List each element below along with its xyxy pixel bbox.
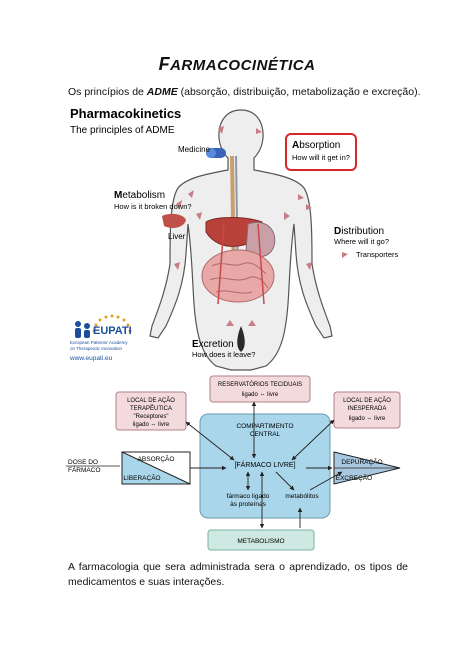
reservoirs-box bbox=[209, 375, 311, 403]
transporter-icon bbox=[342, 252, 348, 258]
depuracao-label: DEPURAÇÃO bbox=[341, 457, 382, 466]
pk-subheading: The principles of ADME bbox=[70, 125, 175, 136]
transporter-arrows bbox=[174, 126, 312, 326]
flow-arrows bbox=[185, 401, 343, 529]
svg-text:EUPATI: EUPATI bbox=[93, 325, 132, 337]
distribution-title: Distribution bbox=[334, 226, 384, 237]
transporters-label: Transporters bbox=[356, 250, 398, 259]
reservoirs-label-1: RESERVATÓRIOS TECIDUAIS bbox=[218, 381, 302, 388]
unexpected-label-2: INESPERADA bbox=[348, 406, 387, 412]
unexpected-label-1: LOCAL DE AÇÃO bbox=[343, 397, 391, 404]
absorption-question: How will it get in? bbox=[292, 153, 350, 162]
excrecao-label: EXCREÇÃO bbox=[336, 473, 372, 482]
metabolism-box bbox=[207, 529, 315, 551]
farmaco-livre-label: [FÁRMACO LIVRE] bbox=[234, 460, 295, 469]
release-wedge bbox=[121, 451, 191, 485]
svg-text:on Therapeutic Innovation: on Therapeutic Innovation bbox=[70, 346, 122, 351]
excretion-drop-icon bbox=[237, 326, 245, 352]
ligado-label-2: às proteínas bbox=[230, 501, 267, 508]
unexpected-site-box bbox=[333, 391, 401, 429]
medicine-capsule-icon bbox=[206, 148, 226, 158]
liver-label: Liver bbox=[168, 232, 186, 241]
liver-icon bbox=[162, 213, 186, 228]
body-paragraph: A farmacologia que sera administrada ser… bbox=[68, 561, 408, 588]
central-label-1: COMPARTIMENTO bbox=[236, 423, 293, 430]
distribution-question: Where will it go? bbox=[334, 237, 389, 246]
intestines-organ bbox=[201, 249, 275, 303]
svg-text:European Patients' Academy: European Patients' Academy bbox=[70, 340, 128, 345]
dose-label-2: FÁRMACO bbox=[68, 465, 101, 474]
pk-diagram: COMPARTIMENTO CENTRAL [FÁRMACO LIVRE] fá… bbox=[66, 375, 401, 551]
therapeutic-label-4: ligado ⇔ livre bbox=[133, 422, 170, 428]
absorption-title: Absorption bbox=[292, 140, 340, 151]
metabolitos-label: metabólitos bbox=[285, 493, 319, 500]
metabolism-title: Metabolism bbox=[114, 190, 165, 201]
metabolism-question: How is it broken down? bbox=[114, 202, 192, 211]
adme-figure: Medicine Pharmacokinetics The principles… bbox=[69, 106, 398, 371]
eupati-logo: EUPATI European Patients' Academy on The… bbox=[69, 314, 132, 362]
reservoirs-label-2: ligado ⇔ livre bbox=[242, 392, 279, 398]
absorcao-label: ABSORÇÃO bbox=[138, 454, 175, 463]
excretion-title: Excretion bbox=[192, 339, 234, 350]
therapeutic-label-1: LOCAL DE AÇÃO bbox=[127, 397, 175, 404]
liberacao-label: LIBERAÇÃO bbox=[123, 473, 160, 482]
pk-heading: Pharmacokinetics bbox=[70, 106, 181, 121]
metabolism-label: METABOLISMO bbox=[237, 538, 284, 545]
therapeutic-site-box bbox=[115, 391, 187, 431]
medicine-label: Medicine bbox=[178, 145, 211, 154]
subtitle: Os princípios de ADME (absorção, distrib… bbox=[68, 86, 421, 98]
central-label-2: CENTRAL bbox=[250, 431, 281, 438]
dose-label-1: DOSE DO bbox=[68, 459, 98, 466]
therapeutic-label-3: "Receptores" bbox=[134, 414, 169, 420]
ligado-label-1: fármaco ligado bbox=[227, 493, 270, 500]
excretion-question: How does it leave? bbox=[192, 350, 255, 359]
therapeutic-label-2: TERAPÊUTICA bbox=[130, 404, 172, 412]
absorption-box bbox=[285, 133, 357, 171]
page-title: FARMACOCINÉTICA bbox=[158, 54, 316, 74]
svg-text:www.eupati.eu: www.eupati.eu bbox=[69, 355, 113, 362]
unexpected-label-3: ligado ⇔ livre bbox=[349, 416, 386, 422]
